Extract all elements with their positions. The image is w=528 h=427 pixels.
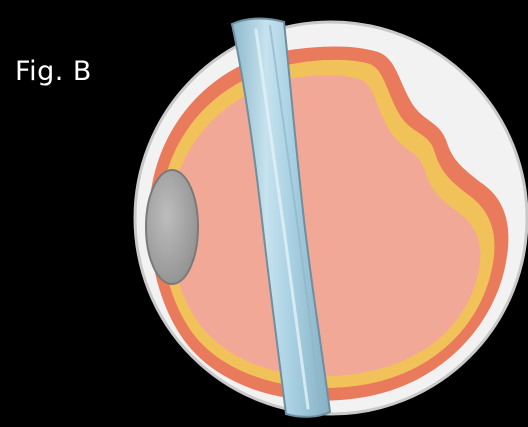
- lens: [146, 170, 198, 284]
